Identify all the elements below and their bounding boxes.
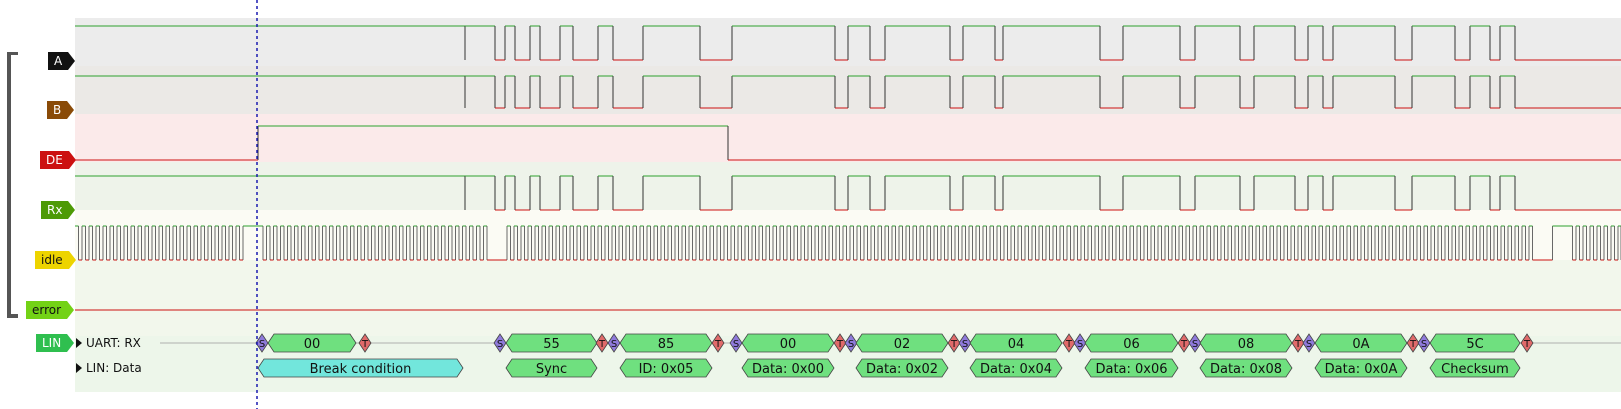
uart-stop-label: T bbox=[836, 339, 844, 350]
uart-start-label: S bbox=[1306, 339, 1312, 350]
lin-frame bbox=[969, 358, 1063, 378]
uart-byte bbox=[969, 333, 1063, 353]
channel-group-bracket[interactable] bbox=[6, 52, 20, 318]
channel-tag-idle-arrow bbox=[68, 251, 76, 269]
channel-tag-rx[interactable]: Rx bbox=[41, 201, 76, 219]
decoder-tag-lin[interactable]: LIN bbox=[36, 334, 75, 352]
channel-tag-idle[interactable]: idle bbox=[35, 251, 76, 269]
uart-start-label: S bbox=[848, 339, 854, 350]
uart-start-label: S bbox=[259, 339, 265, 350]
lin-frame bbox=[1199, 358, 1293, 378]
uart-stop-bit bbox=[358, 333, 372, 353]
lin-frame-label: Data: 0x00 bbox=[752, 362, 824, 377]
lin-frame bbox=[741, 358, 835, 378]
uart-start-label: S bbox=[611, 339, 617, 350]
uart-stop-bit bbox=[1520, 333, 1534, 353]
uart-stop-label: T bbox=[598, 339, 606, 350]
channel-tag-de-label: DE bbox=[40, 151, 69, 169]
uart-stop-label: T bbox=[950, 339, 958, 350]
uart-stop-label: T bbox=[1523, 339, 1531, 350]
channel-tag-error-label: error bbox=[26, 301, 68, 319]
lin-frame-label: Data: 0x06 bbox=[1095, 362, 1167, 377]
uart-byte-label: 0A bbox=[1352, 337, 1369, 352]
uart-stop-label: T bbox=[714, 339, 722, 350]
channel-tag-idle-label: idle bbox=[35, 251, 69, 269]
uart-byte-label: 02 bbox=[894, 337, 911, 352]
lin-frame-label: Data: 0x0A bbox=[1325, 362, 1398, 377]
uart-stop-label: T bbox=[1409, 339, 1417, 350]
decoder-row-uart-rx-label: UART: RX bbox=[86, 336, 141, 350]
uart-start-label: S bbox=[733, 339, 739, 350]
channel-tag-rx-label: Rx bbox=[41, 201, 69, 219]
uart-start-label: S bbox=[1077, 339, 1083, 350]
lin-frame-label: Sync bbox=[536, 362, 567, 377]
lin-frame bbox=[855, 358, 949, 378]
channel-tag-rx-arrow bbox=[68, 201, 76, 219]
lin-frame-label: Break condition bbox=[310, 362, 412, 377]
expand-triangle-icon[interactable] bbox=[76, 338, 82, 348]
channel-tag-de-arrow bbox=[68, 151, 76, 169]
lane-error-background bbox=[75, 260, 1621, 336]
uart-byte bbox=[1429, 333, 1521, 353]
uart-start-label: S bbox=[1421, 339, 1427, 350]
lin-frame bbox=[1314, 358, 1408, 378]
uart-byte bbox=[267, 333, 357, 353]
lane-de-background bbox=[75, 114, 1621, 162]
lin-frame bbox=[619, 358, 713, 378]
uart-byte-label: 85 bbox=[658, 337, 675, 352]
channel-tag-b-arrow bbox=[67, 101, 75, 119]
decoder-row-lin-data[interactable]: LIN: Data bbox=[76, 360, 142, 376]
uart-byte-label: 5C bbox=[1466, 337, 1483, 352]
lin-frame-label: Data: 0x04 bbox=[980, 362, 1052, 377]
uart-stop-bit bbox=[711, 333, 725, 353]
uart-start-label: S bbox=[497, 339, 503, 350]
expand-triangle-icon[interactable] bbox=[76, 363, 82, 373]
lin-frame bbox=[257, 358, 464, 378]
uart-start-label: S bbox=[962, 339, 968, 350]
channel-tag-de[interactable]: DE bbox=[40, 151, 76, 169]
lin-frame-label: Data: 0x02 bbox=[866, 362, 938, 377]
uart-stop-label: T bbox=[1065, 339, 1073, 350]
channel-tag-a[interactable]: A bbox=[48, 52, 76, 70]
uart-stop-label: T bbox=[1294, 339, 1302, 350]
uart-stop-label: T bbox=[361, 339, 369, 350]
decoder-row-lin-data-label: LIN: Data bbox=[86, 361, 142, 375]
uart-byte-label: 00 bbox=[304, 337, 321, 352]
channel-tag-a-label: A bbox=[48, 52, 69, 70]
uart-start-label: S bbox=[1192, 339, 1198, 350]
decoder-tag-lin-arrow bbox=[67, 334, 75, 352]
lin-frame-label: Data: 0x08 bbox=[1210, 362, 1282, 377]
channel-tag-b-label: B bbox=[47, 101, 68, 119]
lin-frame bbox=[1429, 358, 1521, 378]
decoder-row-uart-rx[interactable]: UART: RX bbox=[76, 335, 141, 351]
uart-byte-label: 55 bbox=[543, 337, 560, 352]
channel-tag-a-arrow bbox=[68, 52, 76, 70]
uart-byte-label: 08 bbox=[1238, 337, 1255, 352]
lin-frame bbox=[505, 358, 598, 378]
channel-tag-error[interactable]: error bbox=[26, 301, 75, 319]
channel-tag-error-arrow bbox=[67, 301, 75, 319]
uart-byte-label: 04 bbox=[1008, 337, 1025, 352]
uart-byte-label: 00 bbox=[780, 337, 797, 352]
uart-byte-label: 06 bbox=[1123, 337, 1140, 352]
lin-frame bbox=[1084, 358, 1179, 378]
uart-stop-label: T bbox=[1180, 339, 1188, 350]
lin-frame-label: Checksum bbox=[1441, 362, 1509, 377]
channel-tag-b[interactable]: B bbox=[47, 101, 75, 119]
decoder-tag-lin-label: LIN bbox=[36, 334, 68, 352]
lin-frame-label: ID: 0x05 bbox=[639, 362, 694, 377]
